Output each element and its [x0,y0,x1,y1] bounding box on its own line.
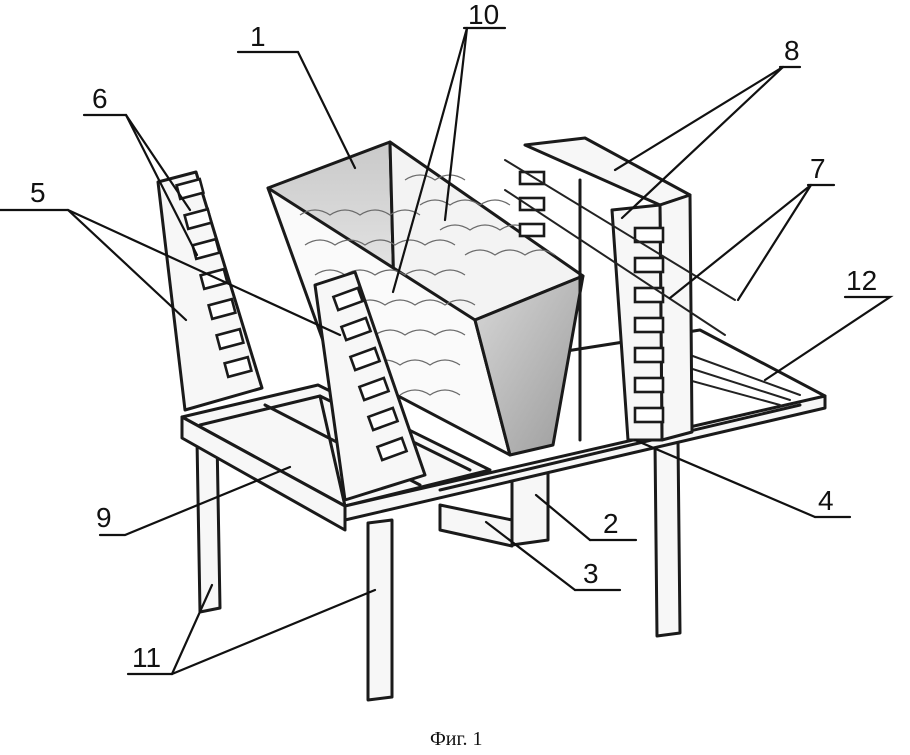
label-1: 1 [250,21,266,52]
label-12: 12 [846,265,877,296]
leader-lines [0,26,894,676]
label-7: 7 [810,153,826,184]
support-block-3 [438,503,514,548]
hopper [266,140,585,457]
label-8: 8 [784,35,800,66]
figure-caption: Фиг. 1 [430,728,482,750]
leg-right [653,438,682,638]
label-5: 5 [30,177,46,208]
label-3: 3 [583,558,599,589]
right-panel [504,136,736,442]
lower-support [438,464,550,548]
label-11: 11 [132,642,161,673]
legs [195,436,682,702]
reference-numerals: 1 10 6 8 5 7 12 4 9 2 3 11 [30,0,877,673]
leg-back-left [195,436,222,614]
frame-left-front [180,415,347,532]
front-panel [313,270,427,502]
label-6: 6 [92,83,108,114]
label-2: 2 [603,508,619,539]
label-4: 4 [818,485,834,516]
label-9: 9 [96,502,112,533]
leg-front [366,518,394,702]
label-10: 10 [468,0,499,30]
